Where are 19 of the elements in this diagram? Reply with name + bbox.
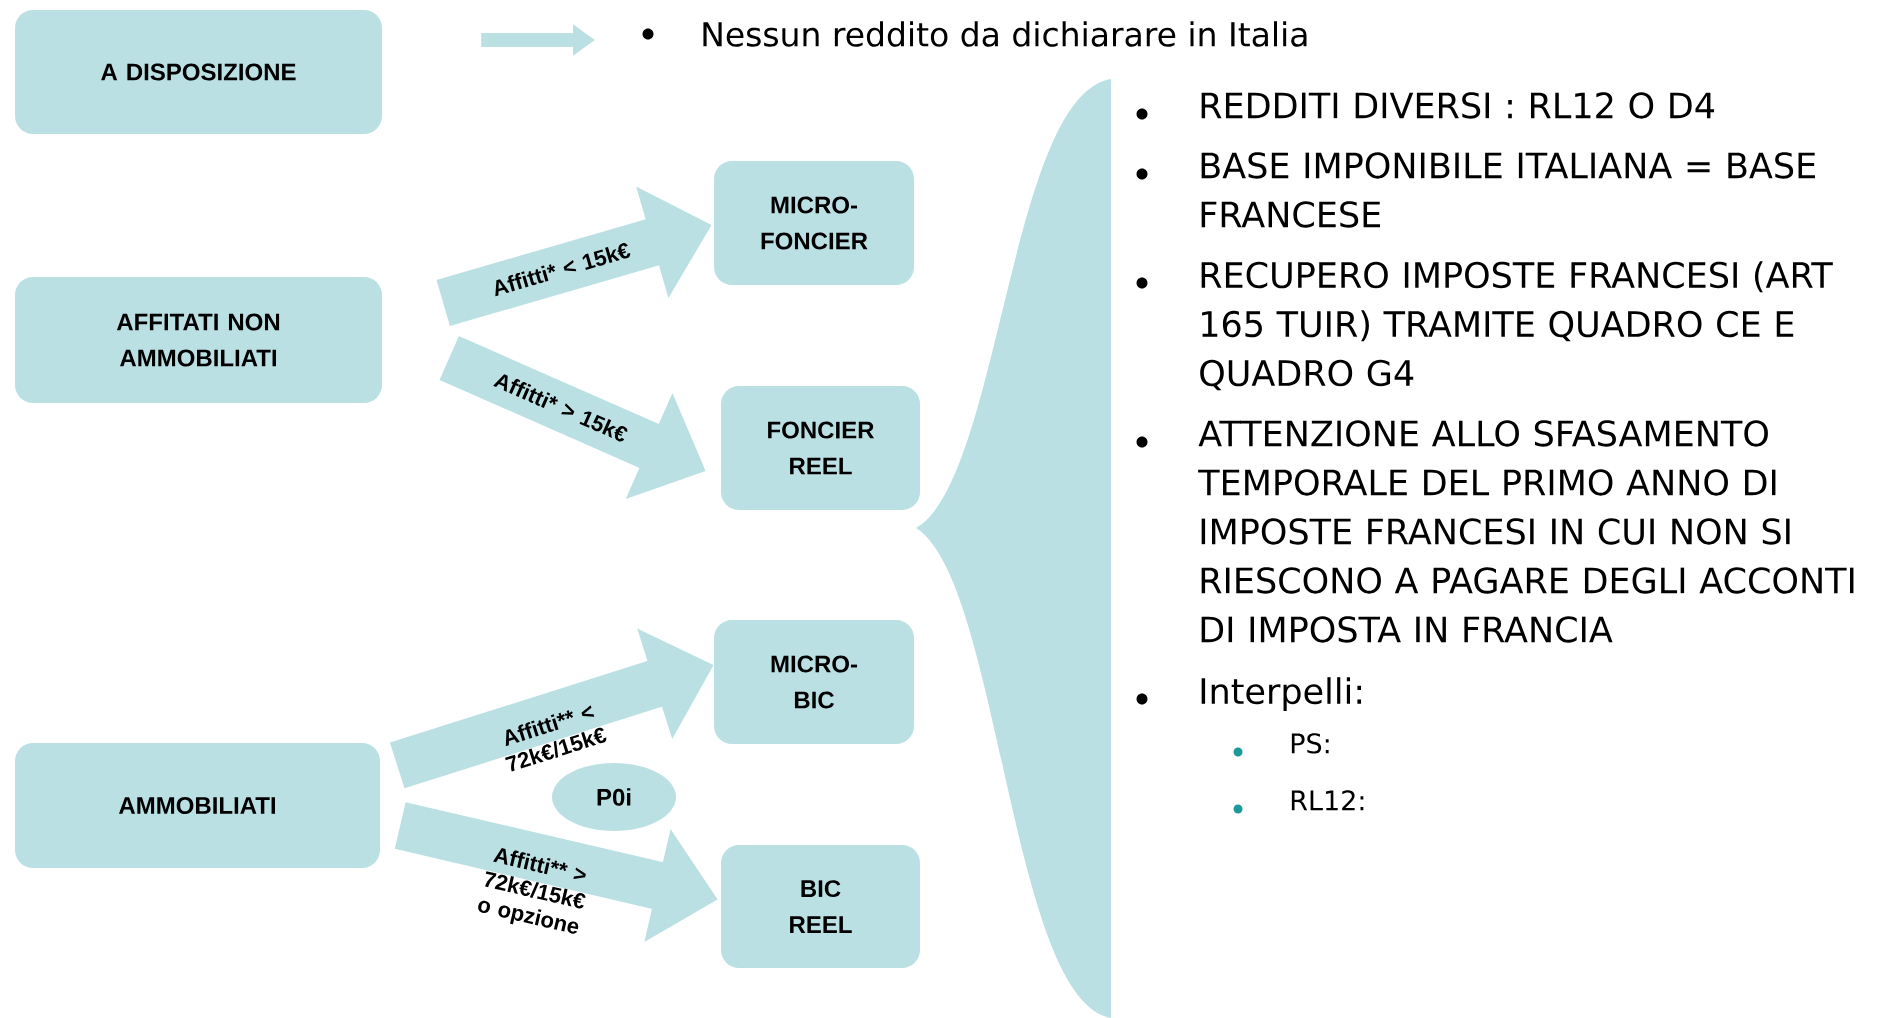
bullet-text: PS: [1291,733,1329,754]
ellipse-label: P0i [552,763,676,831]
bullet-text: REDDITI DIVERSI : RL12 O D4 [1201,92,1715,119]
process-box: MICRO-BIC [714,620,914,744]
bullet-text: RL12: [1291,790,1364,811]
edge-label: Affitti* < 15k€ [495,243,631,297]
brace-shape [916,79,1111,1018]
bullet-text: ATTENZIONE ALLO SFASAMENTO TEMPORALE DEL PRIMO ANNO DI IMPOSTE FRANCESI IN CUI NON SI RIESCONO A PAGARE DEGLI ACCONTI DI IMPOSTA IN FRANCIA [1198,420,1854,643]
bullet-text: Nessun reddito da dichiarare in Italia [703,21,1307,47]
process-box: BIC REEL [721,845,920,968]
bullet-text: BASE IMPONIBILE ITALIANA = BASE FRANCESE [1201,152,1815,228]
process-box: A DISPOSIZIONE [15,10,382,134]
bullet-text: RECUPERO IMPOSTE FRANCESI (ART 165 TUIR) TRAMITE QUADRO CE E QUADRO G4 [1200,261,1833,391]
process-box: AFFITATI NON AMMOBILIATI [15,277,382,403]
process-box: MICRO-FONCIER [714,161,914,285]
bullet-text: Interpelli: [1201,677,1361,712]
edge-label: Affitti* > 15k€ [493,374,628,442]
process-box: FONCIER REEL [721,386,920,510]
process-box: AMMOBILIATI [15,743,380,868]
